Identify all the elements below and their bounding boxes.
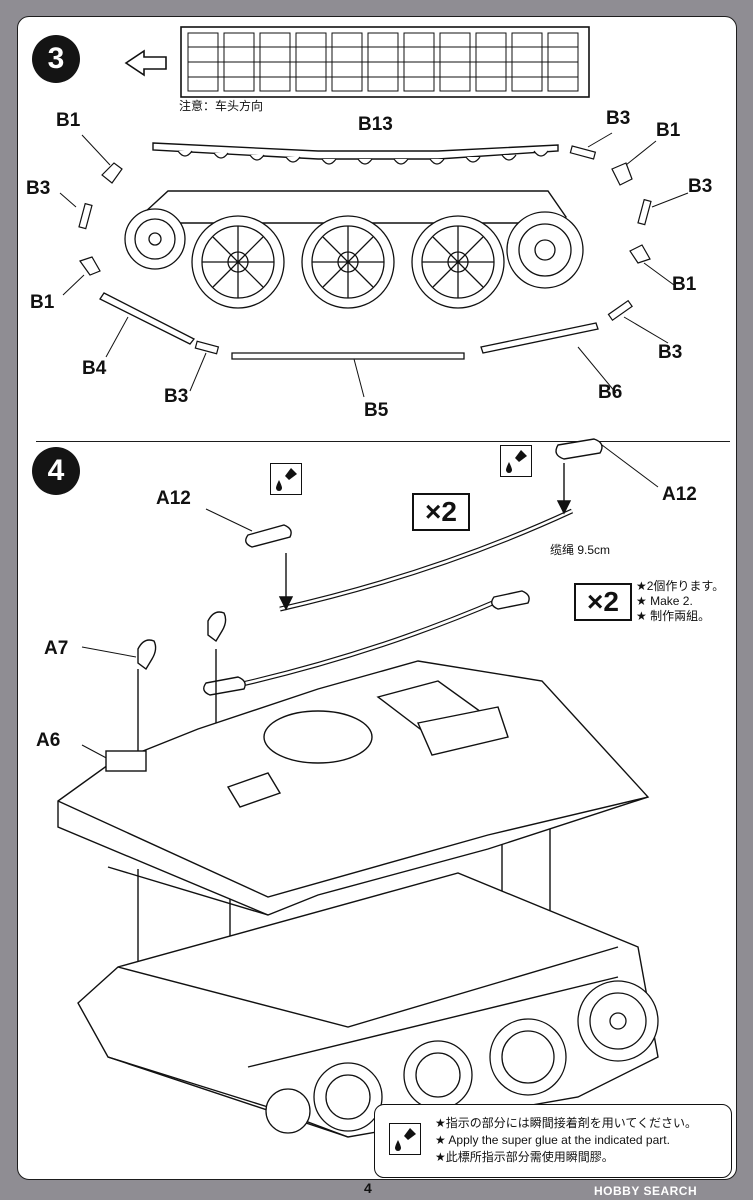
- make-two-ja: ★2個作ります。: [636, 579, 725, 593]
- road-wheel-1: [191, 215, 285, 309]
- track-b13: [152, 142, 559, 160]
- track-b3-left: [78, 202, 93, 230]
- front-direction-note: 注意：车头方向: [179, 99, 264, 113]
- road-wheel-3: [411, 215, 505, 309]
- part-a12-right: [555, 438, 603, 460]
- idler-wheel: [124, 208, 186, 270]
- label-b3-right: B3: [688, 176, 713, 197]
- super-glue-note-ja: ★指示の部分には瞬間接着剤を用いてください。: [435, 1116, 698, 1130]
- multiplier-top: ×2: [412, 493, 470, 531]
- label-b3-bottom-left: B3: [164, 386, 189, 407]
- lower-hull: [77, 872, 659, 1138]
- cable-eye-left: [203, 676, 246, 696]
- instruction-sheet: 3: [17, 16, 737, 1180]
- turret-ring: [263, 710, 373, 764]
- step-3-leader-lines: [59, 132, 689, 398]
- step-4-number: 4: [32, 447, 80, 495]
- super-glue-note-icon: [389, 1123, 421, 1155]
- track-b5: [231, 352, 465, 360]
- drive-sprocket: [506, 211, 584, 289]
- make-two-zh: ★ 制作兩組。: [636, 609, 711, 623]
- cable-eye-right: [491, 590, 530, 610]
- road-wheel-2: [301, 215, 395, 309]
- make-two-en: ★ Make 2.: [636, 594, 693, 608]
- part-a12-left: [245, 524, 292, 548]
- super-glue-icon: [270, 463, 302, 495]
- track-link-pattern: [187, 32, 579, 92]
- part-a7: [137, 639, 157, 671]
- multiplier-side: ×2: [574, 583, 632, 621]
- label-b13: B13: [358, 114, 393, 135]
- super-glue-note-zh: ★此標所指示部分需使用瞬間膠。: [435, 1150, 614, 1164]
- track-b1-top-left: [101, 162, 123, 184]
- watermark: HOBBY SEARCH: [594, 1184, 698, 1198]
- cable-length: 缆绳 9.5cm: [550, 543, 611, 557]
- label-b1-top-right: B1: [656, 120, 681, 141]
- label-a7: A7: [44, 638, 69, 659]
- track-b6: [480, 322, 599, 354]
- track-b4: [99, 292, 196, 345]
- track-b3-top-right: [569, 145, 597, 160]
- super-glue-note: ★指示の部分には瞬間接着剤を用いてください。 ★ Apply the super…: [374, 1104, 732, 1178]
- super-glue-note-en: ★ Apply the super glue at the indicated …: [435, 1133, 670, 1147]
- upper-hull: [57, 660, 650, 916]
- track-b1-left: [79, 256, 101, 276]
- part-a7-right: [207, 611, 227, 643]
- label-b4: B4: [82, 358, 107, 379]
- track-b1-top-right: [611, 162, 633, 186]
- label-b3-top-right: B3: [606, 108, 631, 129]
- part-a6: [105, 750, 147, 772]
- label-b3-left: B3: [26, 178, 51, 199]
- step-3-diagram: [59, 26, 689, 398]
- track-b3-bottom-right: [607, 299, 633, 321]
- label-b5: B5: [364, 400, 389, 421]
- label-b1-left: B1: [30, 292, 55, 313]
- super-glue-icon-right: [500, 445, 532, 477]
- step-divider: [36, 441, 730, 442]
- front-direction-arrow-icon: [124, 49, 167, 77]
- assembly-arrows: [130, 463, 572, 1065]
- label-a12-left: A12: [156, 488, 191, 509]
- page-number: 4: [364, 1180, 372, 1196]
- label-b1-top-left: B1: [56, 110, 81, 131]
- track-b1-right: [629, 244, 651, 264]
- track-b3-bottom-left: [194, 340, 220, 355]
- label-a6: A6: [36, 730, 61, 751]
- tow-cables: [219, 508, 574, 692]
- label-b6: B6: [598, 382, 623, 403]
- label-a12-right: A12: [662, 484, 697, 505]
- label-b3-bottom-right: B3: [658, 342, 683, 363]
- label-b1-right: B1: [672, 274, 697, 295]
- track-b3-right: [637, 198, 652, 226]
- step-3-number: 3: [32, 35, 80, 83]
